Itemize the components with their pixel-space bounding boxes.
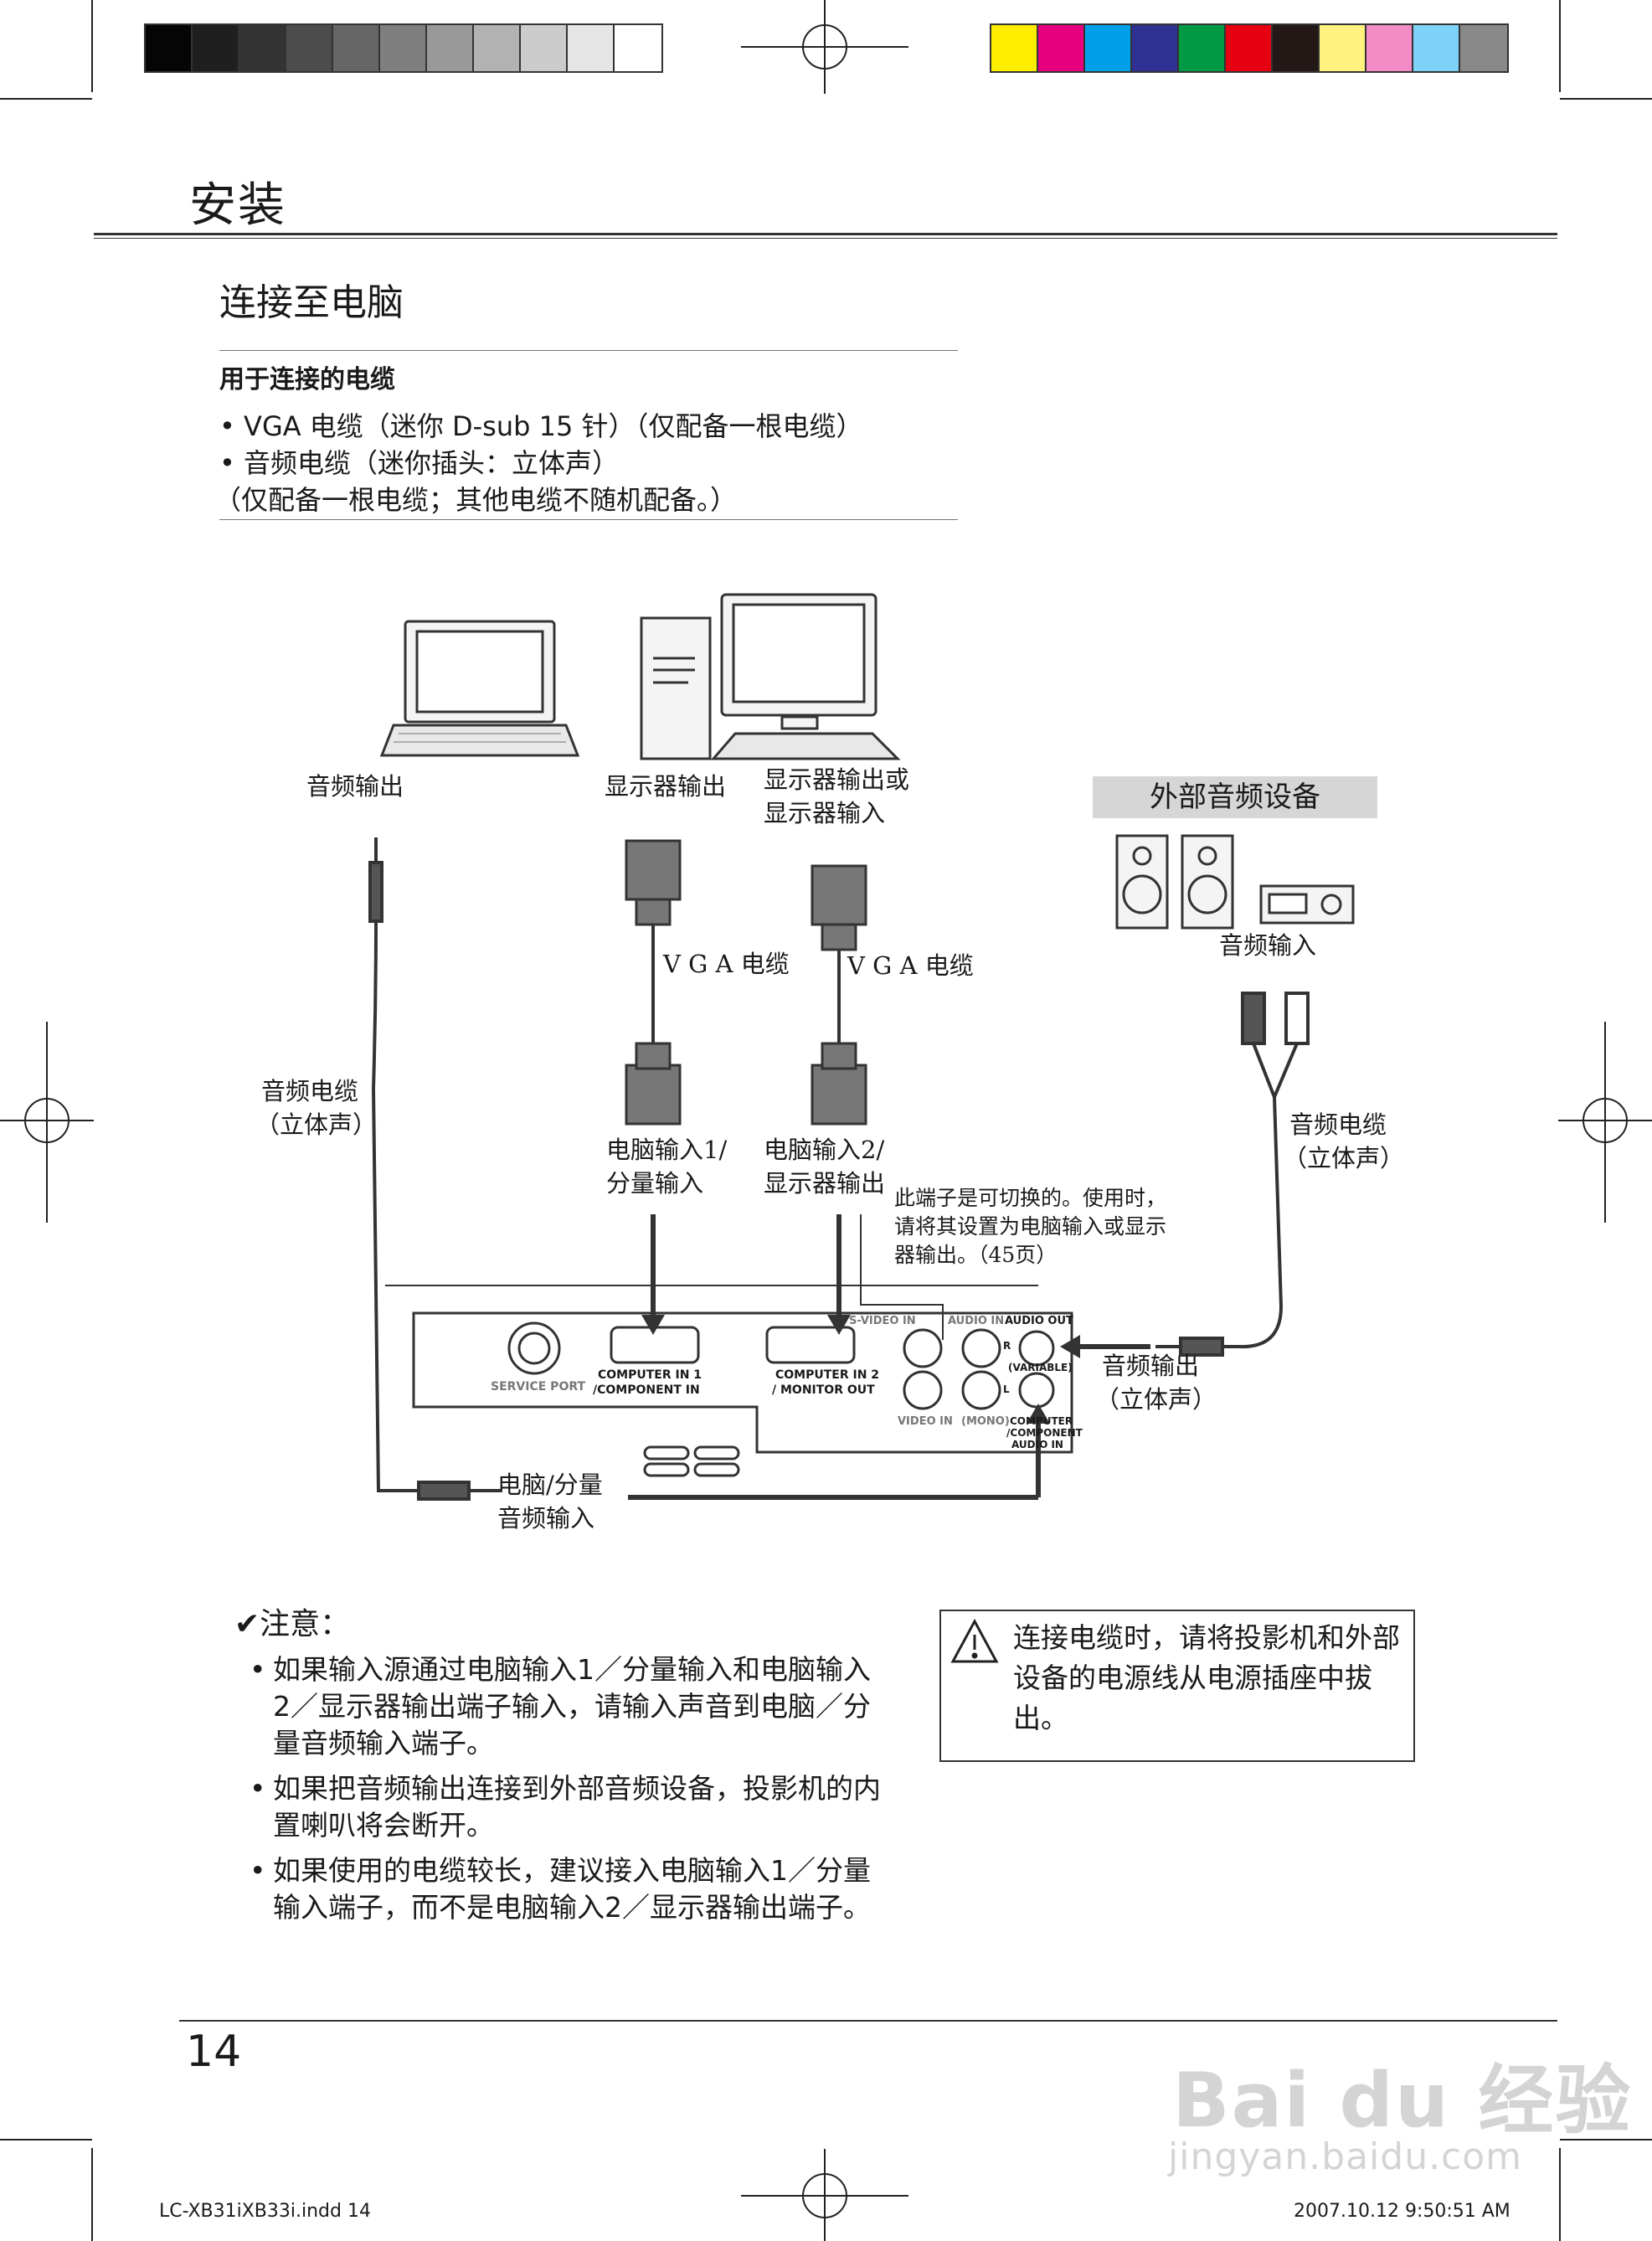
audio-in-sub-label: AUDIO IN	[1011, 1439, 1063, 1450]
cable-line-audio: • 音频电缆（迷你插头：立体声）	[219, 447, 620, 479]
header-rule-thin	[94, 238, 1557, 239]
monitor-input-label: 显示器输入	[764, 799, 886, 827]
audio-cable-right-label: 音频电缆	[1289, 1110, 1387, 1139]
color-swatch	[1177, 23, 1227, 73]
note-item: •如果输入源通过电脑输入1／分量输入和电脑输入2／显示器输出端子输入，请输入声音…	[250, 1653, 871, 1759]
monitor-output-label: 显示器输出	[605, 772, 727, 801]
page-number: 14	[186, 2027, 242, 2077]
audio-in-panel-label: AUDIO IN	[948, 1315, 1005, 1327]
color-swatch	[238, 23, 288, 73]
note-item: •如果把音频输出连接到外部音频设备，投影机的内置喇叭将会断开。	[250, 1772, 881, 1842]
audio-out-label: 音频输出	[1102, 1352, 1200, 1380]
color-swatch	[519, 23, 569, 73]
cable-heading: 用于连接的电缆	[219, 365, 395, 394]
warning-triangle-icon	[950, 1618, 999, 1663]
vga-connector-icon	[625, 839, 867, 1126]
color-swatch	[425, 23, 476, 73]
video-in-label: VIDEO IN	[898, 1415, 953, 1428]
footer-rule	[179, 2020, 1557, 2022]
color-swatch	[378, 23, 429, 73]
switch-note-1: 此端子是可切换的。使用时，	[894, 1186, 1167, 1210]
page-subtitle: 连接至电脑	[219, 281, 404, 324]
color-swatch	[1271, 23, 1321, 73]
color-swatch	[1412, 23, 1462, 73]
monitor-out-or-label: 显示器输出或	[764, 765, 910, 794]
color-swatch	[285, 23, 335, 73]
color-swatch	[566, 23, 616, 73]
mono-label: (MONO)	[961, 1415, 1010, 1428]
color-swatch	[1459, 23, 1509, 73]
computer-audio-label: COMPUTER	[1010, 1415, 1073, 1427]
audio-out-stereo: （立体声）	[1095, 1385, 1217, 1414]
cable-box-bottom	[219, 519, 958, 520]
footer-file: LC-XB31iXB33i.indd 14	[159, 2201, 371, 2222]
warning-box: 连接电缆时，请将投影机和外部设备的电源线从电源插座中拔出。	[939, 1610, 1415, 1762]
header-rule	[94, 233, 1557, 235]
component-audio-label: /COMPONENT	[1006, 1427, 1083, 1439]
desktop-pc-icon	[640, 593, 901, 760]
computer-in1-label: 电脑输入1/	[606, 1136, 728, 1164]
audio-cable-left-stereo: （立体声）	[255, 1110, 378, 1139]
watermark-url: jingyan.baidu.com	[1168, 2135, 1523, 2178]
s-video-in-label: S-VIDEO IN	[849, 1315, 916, 1327]
note-item: •如果使用的电缆较长，建议接入电脑输入1／分量输入端子，而不是电脑输入2／显示器…	[250, 1854, 871, 1924]
watermark-brand: Bai du 经验	[1172, 2057, 1633, 2145]
color-swatch	[332, 23, 382, 73]
cable-line-note: （仅配备一根电缆；其他电缆不随机配备。）	[214, 484, 738, 516]
notes-title: ✔注意：	[234, 1607, 351, 1641]
color-swatch	[1083, 23, 1134, 73]
warning-text: 连接电缆时，请将投影机和外部设备的电源线从电源插座中拔出。	[1013, 1621, 1400, 1734]
audio-cable-left-label: 音频电缆	[261, 1077, 359, 1105]
cable-line-vga: • VGA 电缆（迷你 D-sub 15 针）（仅配备一根电缆）	[219, 410, 863, 442]
l-channel-label: L	[1003, 1383, 1010, 1395]
computer-in1-port-label: COMPUTER IN 1	[598, 1368, 702, 1382]
cable-box-top	[219, 350, 958, 351]
section-title: 安装	[189, 178, 286, 233]
color-swatch	[613, 23, 663, 73]
variable-label: (VARIABLE)	[1008, 1362, 1073, 1373]
audio-cable-right-stereo: （立体声）	[1283, 1144, 1405, 1172]
vga-cable-label-1: V G A 电缆	[663, 950, 790, 978]
audio-input-label: 音频输入	[1219, 931, 1317, 960]
computer-in2-port-label: COMPUTER IN 2	[775, 1368, 880, 1382]
vga-cable-label-2: V G A 电缆	[847, 951, 974, 980]
audio-output-label: 音频输出	[306, 772, 404, 801]
color-swatch	[1365, 23, 1415, 73]
projector-panel	[385, 1285, 1073, 1477]
footer-date: 2007.10.12 9:50:51 AM	[1294, 2201, 1510, 2222]
external-audio-label: 外部音频设备	[1093, 776, 1377, 818]
monitor-out-port-label: 显示器输出	[764, 1169, 886, 1198]
service-port-label: SERVICE PORT	[491, 1380, 586, 1394]
audio-out-panel-label: AUDIO OUT	[1005, 1315, 1073, 1327]
laptop-icon	[379, 620, 580, 757]
component-in-label: 分量输入	[606, 1169, 704, 1198]
switch-note-2: 请将其设置为电脑输入或显示	[894, 1214, 1167, 1239]
color-swatch	[1224, 23, 1274, 73]
pc-component-label: 电脑/分量	[497, 1471, 603, 1499]
color-swatch	[990, 23, 1040, 73]
pc-audio-in-label: 音频输入	[497, 1504, 595, 1533]
color-swatch	[1318, 23, 1368, 73]
r-channel-label: R	[1003, 1340, 1011, 1352]
component-in-port-label: /COMPONENT IN	[593, 1383, 700, 1397]
color-swatch	[1130, 23, 1181, 73]
color-swatch	[191, 23, 241, 73]
color-swatch	[144, 23, 194, 73]
switch-note-3: 器输出。（45页）	[894, 1243, 1058, 1267]
color-swatch	[1037, 23, 1087, 73]
receiver-icon	[1259, 884, 1355, 925]
monitor-out-panel-label: / MONITOR OUT	[772, 1383, 875, 1397]
computer-in2-label: 电脑输入2/	[764, 1136, 885, 1164]
color-swatch	[472, 23, 522, 73]
speaker-icon	[1115, 834, 1234, 930]
